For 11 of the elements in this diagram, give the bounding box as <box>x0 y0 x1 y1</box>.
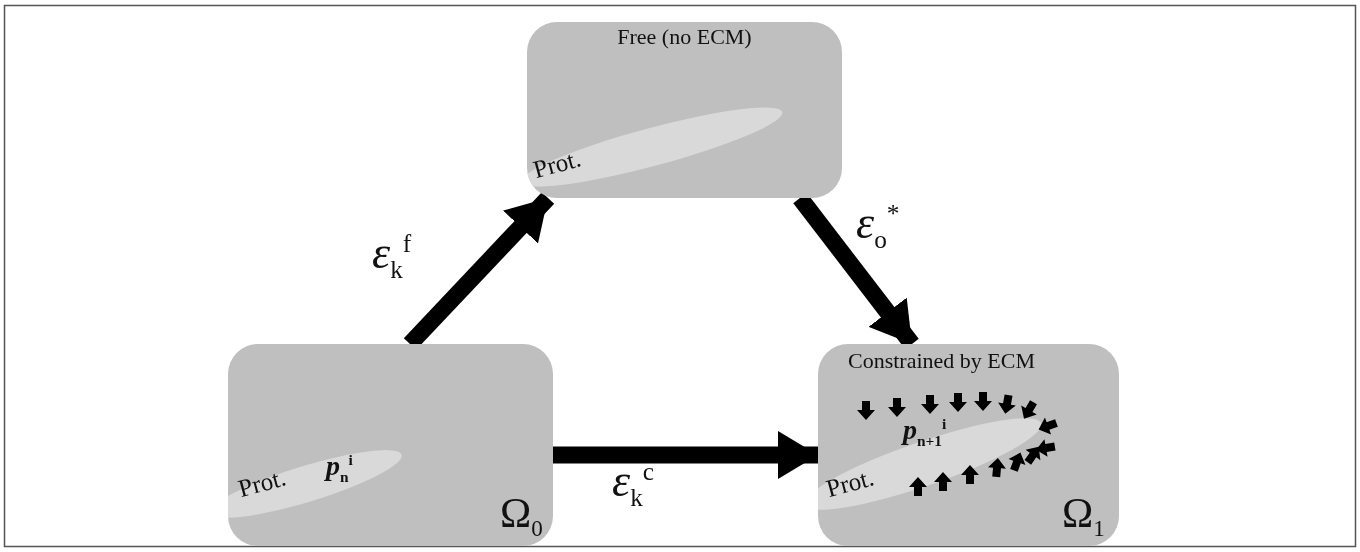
rounded-panel <box>527 22 842 198</box>
node-text: Prot. <box>235 464 289 501</box>
node-text: Prot. <box>530 145 584 182</box>
rounded-panel <box>818 344 1119 546</box>
rounded-panel <box>228 344 553 546</box>
node-text: Free (no ECM) <box>616 26 753 48</box>
arrow <box>553 431 818 479</box>
node-text: Prot. <box>823 464 877 501</box>
node-text: Constrained by ECM <box>848 350 1035 372</box>
node-text: Ω$_{0}$ <box>500 492 543 541</box>
node-text: Ω$_{1}$ <box>1062 492 1105 541</box>
